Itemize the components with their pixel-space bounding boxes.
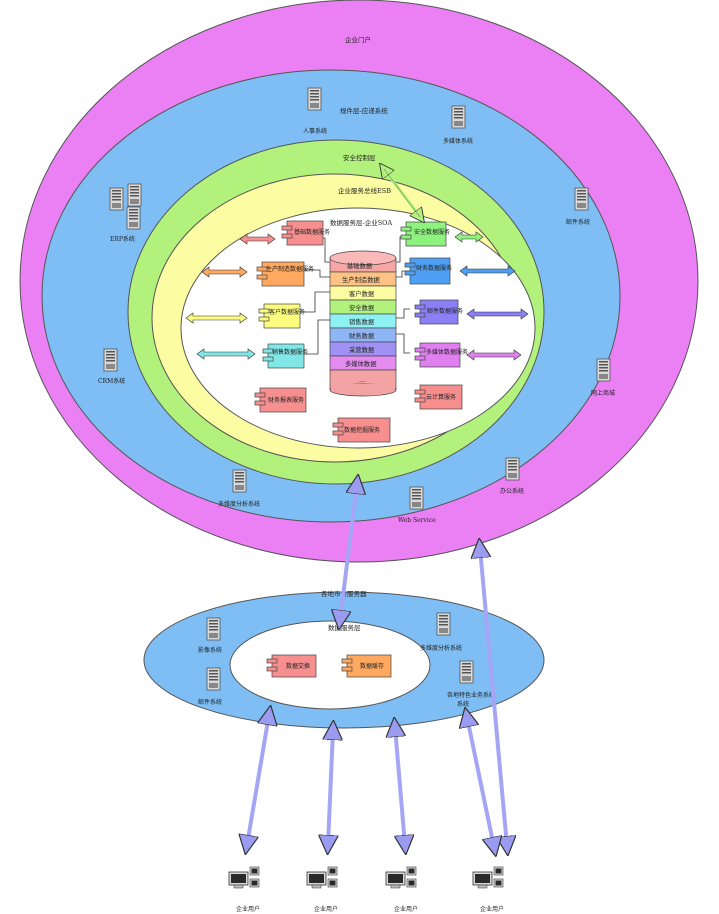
branch-olap: 多维度分析系统 <box>420 644 462 652</box>
server-icon <box>103 348 118 372</box>
branch-local: 各地特色业务系统 <box>447 691 495 699</box>
server-icon <box>436 612 451 636</box>
system-hr: 人事系统 <box>303 127 327 135</box>
server-icon <box>459 660 474 684</box>
branch-exchange: 数据交换 <box>286 662 310 670</box>
branch-video: 影像系统 <box>198 646 222 654</box>
service-customer: 客户数据服务 <box>269 308 305 316</box>
label-security: 安全控制层 <box>343 153 376 162</box>
stack-label-0: 基础数据 <box>347 261 373 270</box>
data-stack <box>329 250 397 397</box>
service-mail: 邮件数据服务 <box>427 307 463 315</box>
computer-icon <box>306 866 338 889</box>
stack-label-3: 安全数据 <box>349 303 375 312</box>
server-icon <box>451 105 466 129</box>
service-arrows <box>185 231 529 361</box>
computer-icon <box>385 866 417 889</box>
stack-label-6: 采营数据 <box>349 345 375 354</box>
label-soa: 数据服务层-企业SOA <box>330 218 392 227</box>
user-label-3: 企业用户 <box>480 905 504 913</box>
system-web: Web Service <box>398 517 436 524</box>
server-icon <box>109 187 124 211</box>
connection-arrows <box>247 484 507 847</box>
server-icon <box>206 617 221 641</box>
branch-boxes <box>266 654 392 678</box>
system-crm: CRM系统 <box>98 377 125 385</box>
server-icon <box>505 457 520 481</box>
branch-mail: 邮件系统 <box>198 698 222 706</box>
service-finance: 财务数据服务 <box>416 264 452 272</box>
server-icon <box>307 87 322 111</box>
branch-local-2: 系统 <box>457 700 469 708</box>
user-label-1: 企业用户 <box>314 905 338 913</box>
server-icon <box>574 187 589 211</box>
computer-icon <box>228 866 260 889</box>
service-finance-report: 财务报表服务 <box>268 396 304 404</box>
service-boxes <box>254 220 463 443</box>
user-label-0: 企业用户 <box>236 905 260 913</box>
service-multimedia: 多媒体数据服务 <box>426 348 468 356</box>
stack-label-5: 财务数据 <box>349 331 375 340</box>
system-mall: 网上商城 <box>591 389 615 397</box>
service-cloud: 云计算服务 <box>426 393 456 401</box>
server-icon <box>127 183 142 207</box>
service-base: 基础数据服务 <box>294 228 330 236</box>
server-icon <box>206 667 221 691</box>
service-production: 生产制造数据服务 <box>266 265 314 273</box>
branch-cache: 数据缓存 <box>360 662 384 670</box>
system-office: 办公系统 <box>500 487 524 495</box>
service-data-mining: 数据挖掘服务 <box>344 426 380 434</box>
service-security: 安全数据服务 <box>414 228 450 236</box>
computer-icon <box>472 866 504 889</box>
label-esb: 企业服务总线ESB <box>338 186 391 195</box>
server-icon <box>409 486 424 510</box>
service-sales: 销售数据服务 <box>272 348 308 356</box>
server-icon <box>596 358 611 382</box>
user-label-2: 企业用户 <box>394 905 418 913</box>
stack-label-7: 多媒体数据 <box>345 359 377 368</box>
stack-label-1: 生产制造数据 <box>342 275 380 284</box>
label-middleware: 规件层-应递系统 <box>340 106 388 115</box>
system-mail: 邮件系统 <box>566 218 590 226</box>
system-olap: 多维度分析系统 <box>218 500 260 508</box>
system-erp: ERP系统 <box>110 235 135 243</box>
stack-label-8: … <box>359 377 365 384</box>
stack-label-2: 客户数据 <box>349 289 375 298</box>
branch-inner-label: 数据服务层 <box>328 623 361 632</box>
branch-inner <box>229 620 431 710</box>
server-icon <box>232 469 247 493</box>
label-portal: 企业门户 <box>345 35 371 44</box>
system-multimedia: 多媒体系统 <box>443 137 473 145</box>
server-icon <box>126 206 141 230</box>
stack-label-4: 销售数据 <box>349 317 375 326</box>
